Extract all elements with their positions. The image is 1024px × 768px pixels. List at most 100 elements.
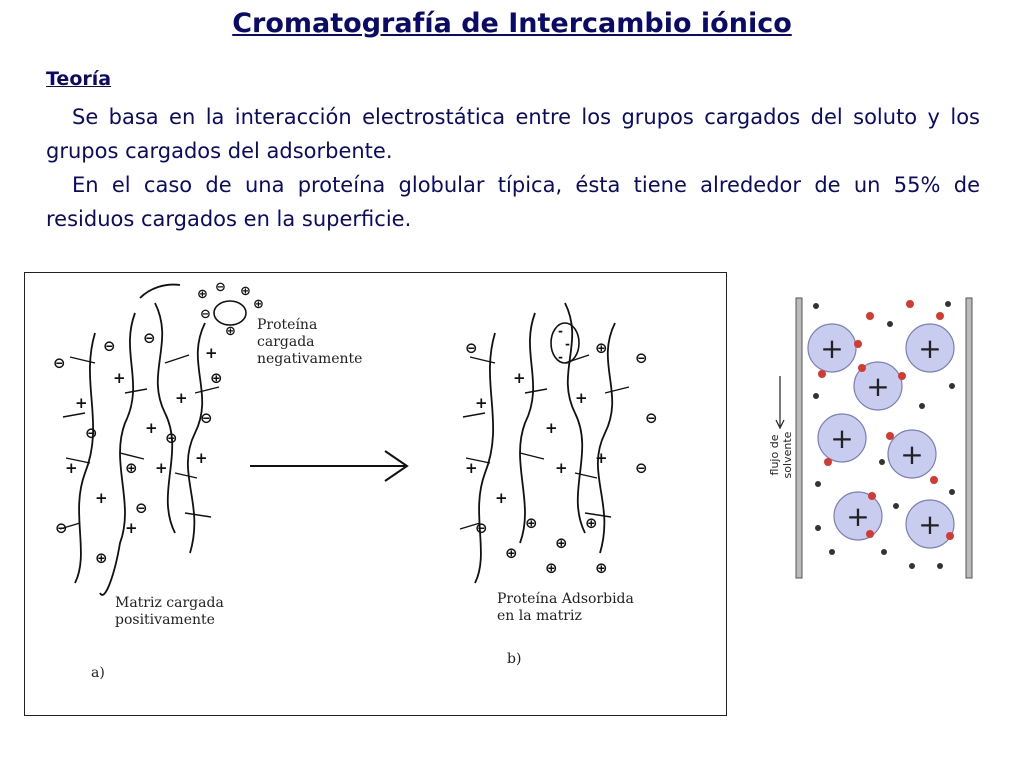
plus-charge: + (145, 419, 158, 437)
paragraph-2: En el caso de una proteína globular típi… (46, 173, 980, 231)
protein-charge: ⊕ (253, 297, 264, 312)
minus-charge: ⊖ (200, 409, 213, 427)
plus-ion: ⊕ (545, 559, 558, 577)
matrix-strand (519, 312, 536, 544)
plus-ion: ⊕ (95, 549, 108, 567)
protein-charge: ⊕ (240, 284, 251, 299)
protein-charge: ⊖ (215, 280, 226, 295)
resin-bead (853, 361, 903, 411)
minus-charge: ⊖ (103, 337, 116, 355)
neutral-ion (909, 563, 915, 569)
matrix-strand (564, 302, 586, 534)
minus-charge: ⊖ (143, 329, 156, 347)
matrix-strand (154, 302, 176, 534)
protein-charge: ⊖ (200, 307, 211, 322)
plus-charge: + (555, 459, 568, 477)
panel-b-label: b) (507, 651, 522, 667)
protein-charge: ⊕ (225, 324, 236, 339)
ion-exchange-diagram: + + + + + + + + + + ⊖ ⊖ ⊖ ⊖ ⊖ ⊖ ⊖ ⊖ ⊕ ⊕ … (24, 272, 727, 716)
counter-ion (886, 432, 894, 440)
minus-charge: ⊖ (465, 339, 478, 357)
plus-charge: + (820, 332, 843, 365)
matrix-strand (74, 332, 96, 584)
neutral-ion (949, 383, 955, 389)
protein-free (213, 300, 247, 326)
paragraph-1: Se basa en la interacción electrostática… (46, 105, 980, 163)
flow-label: flujo de solvente (768, 431, 794, 479)
counter-ion (930, 476, 938, 484)
protein-charge: - (558, 350, 563, 364)
plus-charge: + (95, 489, 108, 507)
counter-ion (936, 312, 944, 320)
neutral-ion (815, 481, 821, 487)
plus-charge: + (175, 389, 188, 407)
plus-charge: + (113, 369, 126, 387)
matrix-branch (59, 354, 220, 530)
transition-arrow (250, 450, 409, 482)
counter-ion (866, 312, 874, 320)
matrix-strand (139, 283, 181, 299)
resin-bead (817, 413, 867, 463)
plus-charge: + (125, 519, 138, 537)
section-heading: Teoría (46, 68, 112, 90)
plus-ion: ⊕ (595, 559, 608, 577)
plus-charge: + (575, 389, 588, 407)
neutral-ion (813, 393, 819, 399)
neutral-ion (887, 321, 893, 327)
minus-charge: ⊖ (85, 424, 98, 442)
protein-label: Proteína cargada negativamente (257, 317, 363, 367)
plus-charge: + (900, 438, 923, 471)
slide-title: Cromatografía de Intercambio iónico (232, 8, 792, 39)
plus-charge: + (195, 449, 208, 467)
neutral-ion (949, 489, 955, 495)
counter-ion (946, 532, 954, 540)
minus-charge: ⊖ (635, 349, 648, 367)
plus-charge: + (65, 459, 78, 477)
plus-charge: + (75, 394, 88, 412)
counter-ion (818, 370, 826, 378)
plus-charge: + (513, 369, 526, 387)
plus-charge: + (830, 422, 853, 455)
neutral-ion (881, 549, 887, 555)
resin-bead (905, 499, 955, 549)
plus-charge: + (205, 344, 218, 362)
neutral-ion (893, 503, 899, 509)
minus-charge: ⊖ (475, 519, 488, 537)
resin-bead (887, 429, 937, 479)
matrix-strand (99, 312, 136, 596)
neutral-ion (815, 525, 821, 531)
plus-ion: ⊕ (585, 514, 598, 532)
plus-ion: ⊕ (595, 339, 608, 357)
plus-ion: ⊕ (525, 514, 538, 532)
minus-charge: ⊖ (53, 354, 66, 372)
protein-charge: - (558, 324, 563, 338)
neutral-ion (919, 403, 925, 409)
plus-ion: ⊕ (125, 459, 138, 477)
plus-charge: + (545, 419, 558, 437)
neutral-ion (829, 549, 835, 555)
plus-charge: + (595, 449, 608, 467)
flow-arrow (775, 376, 785, 430)
adsorbed-label: Proteína Adsorbida en la matriz (497, 591, 634, 624)
counter-ion (868, 492, 876, 500)
plus-ion: ⊕ (210, 369, 223, 387)
resin-bead (807, 323, 857, 373)
column-wall-right (965, 297, 973, 579)
counter-ion (906, 300, 914, 308)
matrix-strand (186, 322, 206, 554)
plus-ion: ⊕ (555, 534, 568, 552)
minus-charge: ⊖ (165, 429, 178, 447)
neutral-ion (813, 303, 819, 309)
resin-bead (833, 491, 883, 541)
counter-ion (866, 530, 874, 538)
plus-charge: + (846, 500, 869, 533)
minus-charge: ⊖ (55, 519, 68, 537)
counter-ion (854, 340, 862, 348)
plus-charge: + (465, 459, 478, 477)
plus-charge: + (155, 459, 168, 477)
matrix-strand (596, 322, 616, 554)
minus-charge: ⊖ (645, 409, 658, 427)
neutral-ion (937, 563, 943, 569)
matrix-strand (474, 332, 496, 584)
minus-charge: ⊖ (635, 459, 648, 477)
